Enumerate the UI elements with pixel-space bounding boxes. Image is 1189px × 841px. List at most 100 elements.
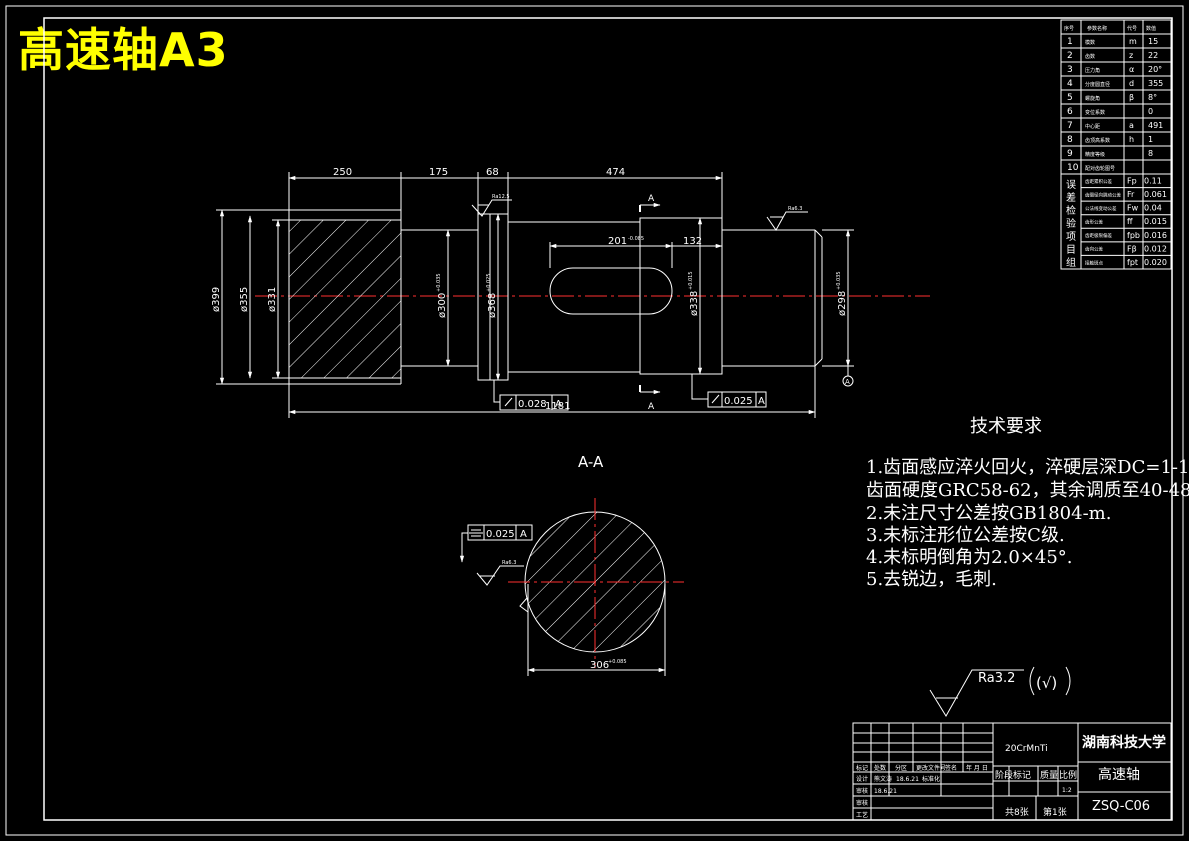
param-row-no: 10 [1067, 163, 1079, 173]
inspection-row-value: 0.11 [1144, 177, 1162, 186]
gear-hatched-section [288, 219, 402, 379]
symmetry-datum: A [520, 529, 527, 540]
dim-d399: ø399 [211, 287, 222, 312]
dim-keyway-length: 201 [608, 236, 627, 247]
param-row-symbol: h [1129, 135, 1134, 144]
param-row-name: 中心距 [1085, 123, 1100, 130]
tech-item-1b: 齿面硬度GRC58-62，其余调质至40-48HRC. [866, 480, 1189, 501]
param-row-name: 精度等级 [1085, 151, 1105, 158]
dim-overall: 1181 [545, 401, 570, 412]
inspection-group-label: 验 [1066, 217, 1076, 230]
param-row-name: 模数 [1085, 39, 1095, 46]
title-block-texts: 20CrMnTi 湖南科技大学 高速轴 ZSQ-C06 标记 处数 分区 更改文… [856, 734, 1166, 819]
tb-design-0: 设计 [856, 775, 868, 783]
dim-keyway-tol: -0.085 [628, 236, 644, 242]
tech-item-2: 2.未注尺寸公差按GB1804-m. [866, 503, 1111, 524]
param-row-no: 1 [1067, 37, 1073, 47]
param-row-name: 变位系数 [1085, 109, 1105, 116]
param-header-3: 数值 [1146, 25, 1156, 32]
outer-border [5, 5, 1184, 836]
section-dim-tol: +0.085 [608, 659, 627, 665]
section-texts: A-A 306 +0.085 0.025 A Ra6.3 [486, 453, 627, 671]
param-header-1: 参数名称 [1087, 25, 1107, 32]
param-row-value: 1 [1148, 135, 1153, 144]
dim-d300: ø300 [437, 293, 448, 318]
tb-sheet-no: 第1张 [1043, 806, 1067, 818]
inspection-row-name: 齿形公差 [1085, 219, 1103, 226]
inspection-row-name: 齿向公差 [1085, 246, 1103, 253]
general-roughness-rest: (√) [1036, 674, 1057, 692]
param-row-no: 6 [1067, 107, 1073, 117]
dim-d368: ø368 [487, 293, 498, 318]
inspection-row-name: 齿距极限偏差 [1085, 232, 1112, 239]
datum-a-letter: A [845, 378, 850, 386]
tb-check-0: 审核 [856, 787, 868, 795]
dim-top-1: 175 [429, 167, 448, 178]
section-label: A-A [578, 453, 604, 471]
inspection-row-value: 0.020 [1144, 258, 1167, 267]
runout-datum-shoulder: A [758, 396, 765, 407]
dim-top-3: 474 [606, 167, 625, 178]
param-row-value: 0 [1148, 107, 1153, 116]
tb-weight: 质量 [1040, 769, 1058, 781]
tb-rev-col-5: 年 月 日 [966, 764, 988, 772]
tech-item-1: 1.齿面感应淬火回火，淬硬层深DC=1-1.4mm, [866, 457, 1189, 478]
param-row-symbol: β [1129, 93, 1134, 102]
tb-scale: 1:2 [1062, 787, 1072, 794]
inspection-row-symbol: Fp [1127, 177, 1137, 186]
inspection-row-symbol: Fr [1127, 190, 1135, 199]
inspection-group-label: 项 [1066, 231, 1076, 243]
param-row-value: 355 [1148, 79, 1163, 88]
runout-frame-shoulder [707, 391, 767, 408]
param-row-symbol: α [1129, 65, 1134, 74]
tech-item-4: 4.未标明倒角为2.0×45°. [866, 547, 1073, 568]
dim-d338-tol: +0.015 [688, 271, 694, 290]
inspection-row-symbol: fpb [1127, 231, 1140, 240]
dim-d355: ø355 [239, 287, 250, 312]
param-row-no: 9 [1067, 149, 1073, 159]
cut-mark-top: A [648, 194, 655, 204]
dim-top-2: 68 [486, 167, 499, 178]
param-row-name: 齿顶高系数 [1085, 137, 1110, 144]
param-row-no: 4 [1067, 79, 1073, 89]
runout-value-collar: 0.028 [518, 399, 547, 410]
inspection-row-value: 0.04 [1144, 204, 1162, 213]
tb-drawing-no: ZSQ-C06 [1092, 799, 1150, 814]
datum-a-symbol [842, 375, 854, 387]
dim-d298: ø298 [837, 291, 848, 316]
section-a-a-view [459, 498, 684, 676]
tb-check-2: 18.6.21 [874, 788, 897, 795]
inspection-group-label: 检 [1066, 204, 1076, 217]
inspection-group-label: 误 [1066, 179, 1076, 191]
dim-d338: ø338 [689, 291, 700, 316]
section-dim: 306 [590, 660, 609, 671]
tb-rev-col-4: 签名 [945, 764, 957, 772]
inspection-row-symbol: Fβ [1127, 244, 1137, 253]
roughness-label-keyway: Ra6.3 [502, 560, 516, 566]
param-row-value: 15 [1148, 37, 1158, 46]
inspection-row-symbol: Fw [1127, 204, 1139, 213]
param-row-name: 齿数 [1085, 53, 1095, 60]
tech-item-3: 3.未标注形位公差按C级. [866, 525, 1065, 546]
dim-top-0: 250 [333, 167, 352, 178]
title-block [852, 722, 1172, 821]
dim-d300-tol: +0.035 [436, 273, 442, 292]
param-row-name: 配对齿轮图号 [1085, 165, 1115, 172]
param-row-no: 7 [1067, 121, 1073, 131]
runout-value-shoulder: 0.025 [724, 396, 753, 407]
runout-frame-collar [499, 394, 569, 411]
inspection-group-label: 差 [1066, 191, 1076, 204]
roughness-symbol-collar [471, 199, 512, 217]
keyway-outline [549, 267, 673, 315]
param-header-0: 序号 [1064, 25, 1074, 32]
roughness-symbol-end [766, 211, 808, 231]
technical-requirements: 技术要求 1.齿面感应淬火回火，淬硬层深DC=1-1.4mm, 齿面硬度GRC5… [866, 416, 1189, 590]
tb-school: 湖南科技大学 [1082, 734, 1166, 751]
inspection-row-name: 齿距累积公差 [1085, 178, 1112, 185]
inspection-row-value: 0.015 [1144, 217, 1167, 226]
inspection-row-name: 公法线变动公差 [1085, 205, 1117, 212]
param-row-symbol: a [1129, 121, 1134, 130]
runout-datum-collar: A [555, 399, 562, 410]
